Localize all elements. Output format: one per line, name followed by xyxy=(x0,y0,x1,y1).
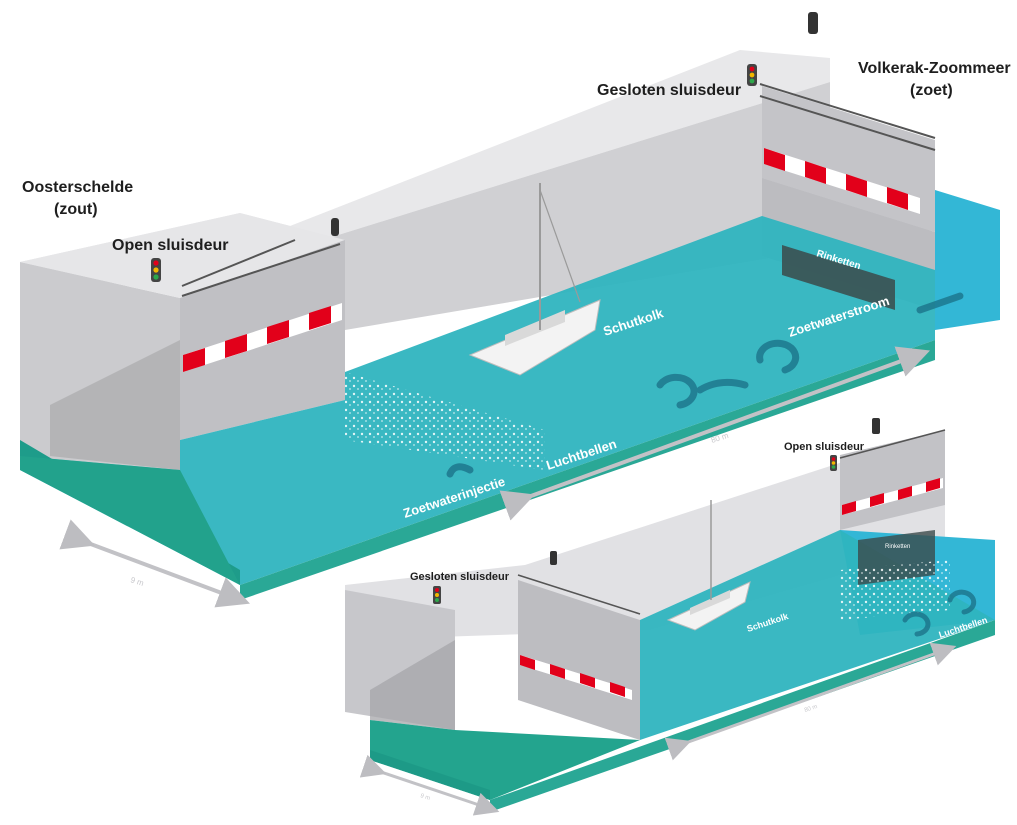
left-gate-railing-2 xyxy=(181,243,341,297)
inset-water-lock-left xyxy=(370,720,640,800)
inset-closed-gate-stripe-red xyxy=(520,655,625,697)
rinketten-grating xyxy=(782,245,895,310)
left-gate-stripe-red xyxy=(183,306,331,372)
dimension-length-arrow xyxy=(499,346,931,521)
inset-closed-gate xyxy=(518,580,640,740)
label-zoet: (zoet) xyxy=(910,82,953,99)
lock-water-surface xyxy=(20,216,935,585)
inset-left-block-shadow xyxy=(370,640,455,730)
inset-dimension-width-arrow xyxy=(359,754,500,816)
right-gate-stripe-white xyxy=(764,148,920,214)
inset-flow-arrows xyxy=(902,589,977,637)
main-lock: Oosterschelde (zout) Open sluisdeur Gesl… xyxy=(20,12,1011,608)
inset-closed-gate-stripe-white xyxy=(520,655,632,700)
right-gate-railing xyxy=(759,83,936,139)
right-gate-stripe-red xyxy=(764,148,908,210)
traffic-light-right xyxy=(747,64,757,86)
label-dim-width: 9 m xyxy=(129,575,145,588)
inset-traffic-light-right xyxy=(830,455,837,471)
label-closed-gate: Gesloten sluisdeur xyxy=(597,82,741,99)
label-volkerak: Volkerak-Zoommeer xyxy=(858,60,1011,77)
bubble-curtain xyxy=(345,372,545,470)
inset-closed-gate-railing xyxy=(517,574,641,615)
sailboat-inset xyxy=(666,500,751,631)
label-open-gate: Open sluisdeur xyxy=(112,237,228,254)
left-gate-stripe-white xyxy=(183,303,342,372)
fresh-water-basin xyxy=(935,190,1000,330)
left-gate-railing xyxy=(181,239,296,287)
inset-open-gate-stripe-white xyxy=(842,478,943,515)
inset-traffic-light-left xyxy=(433,586,441,604)
inset-bubble-curtain xyxy=(840,560,950,620)
inset-label-rinketten: Rinketten xyxy=(885,544,910,550)
left-wall-inner-shadow xyxy=(50,340,180,470)
inset-dimension-length-arrow xyxy=(664,642,957,761)
inset-signal-post-left xyxy=(550,551,557,565)
inset-label-open-gate: Open sluisdeur xyxy=(784,441,865,453)
inset-open-gate-railing xyxy=(839,429,946,459)
right-gate-railing-2 xyxy=(759,95,936,151)
dimension-width-arrow xyxy=(59,519,250,608)
signal-post-left xyxy=(331,218,339,236)
label-zout: (zout) xyxy=(54,201,98,218)
traffic-light-left xyxy=(151,258,161,282)
label-oosterschelde: Oosterschelde xyxy=(22,179,133,196)
inset-label-closed-gate: Gesloten sluisdeur xyxy=(410,571,510,583)
inset-signal-post-right xyxy=(872,418,880,434)
inset-open-gate-stripe-red xyxy=(842,478,940,515)
signal-post-right xyxy=(808,12,818,34)
inset-label-dim-length: 80 m xyxy=(804,704,819,714)
inset-lock: Gesloten sluisdeur Open sluisdeur Schutk… xyxy=(345,418,995,816)
inset-label-dim-width: 9 m xyxy=(419,793,430,802)
left-wall-top xyxy=(20,213,345,298)
